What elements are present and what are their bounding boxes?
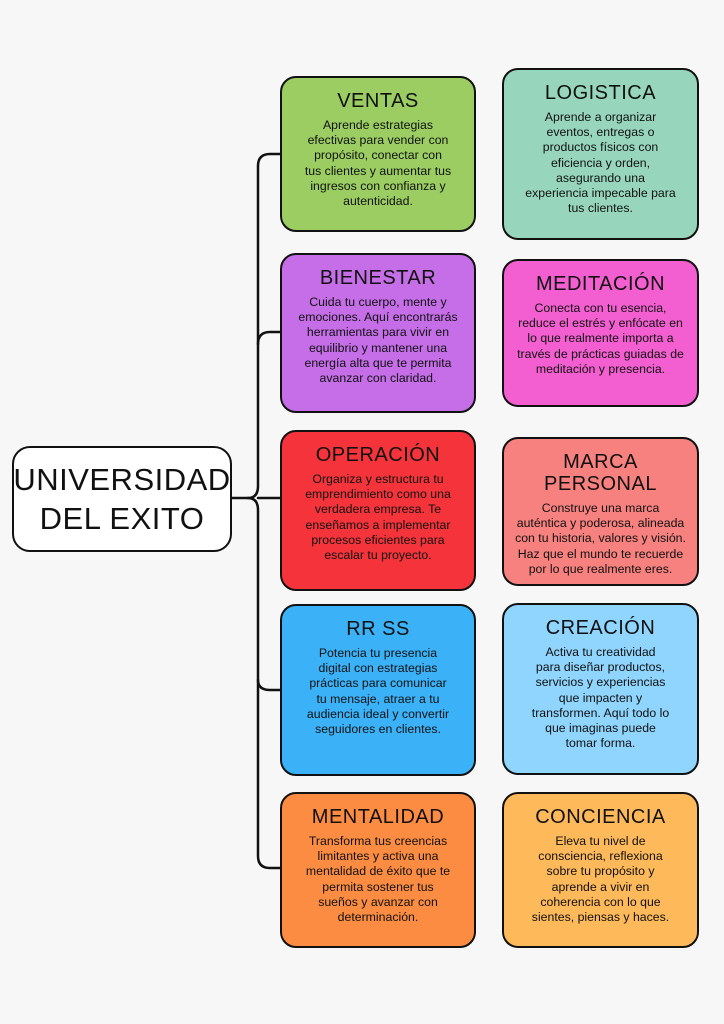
card-description-line: seguidores en clientes. <box>315 722 441 737</box>
card-description-line: energía alta que te permita <box>304 355 452 370</box>
card-description-line: verdadera empresa. Te <box>314 502 442 517</box>
card-description-line: eficiencia y orden, <box>550 155 651 170</box>
card-description-line: con tu historia, valores y visión. <box>515 531 686 546</box>
card-description-line: prácticas para comunicar <box>309 676 447 691</box>
card-description-line: autenticidad. <box>343 194 413 209</box>
card-description-line: para diseñar productos, <box>535 660 666 675</box>
card-description-line: que imaginas puede <box>545 721 656 736</box>
card-description-line: sientes, piensas y haces. <box>531 910 670 925</box>
card-description-line: efectivas para vender con <box>307 133 449 148</box>
card-description-line: Aprende estrategias <box>322 118 434 132</box>
card-description-line: Transforma tus creencias <box>308 834 448 848</box>
card-description-line: Conecta con tu esencia, <box>534 301 667 315</box>
card-description-line: determinación. <box>337 910 419 925</box>
card-description-line: tus clientes y aumentar tus <box>304 163 452 178</box>
card-description-line: lo que realmente importa a <box>527 331 674 346</box>
card-description-line: mentalidad de éxito que te <box>305 864 451 879</box>
card-description-line: audiencia ideal y convertir <box>306 706 450 721</box>
card-description-line: escalar tu proyecto. <box>324 548 432 563</box>
card-title: CREACIÓN <box>545 617 656 639</box>
root-title-line-1: UNIVERSIDAD <box>13 462 231 497</box>
card-description-line: tu mensaje, atraer a tu <box>316 691 440 706</box>
card-title: MARCA PERSONAL <box>544 451 657 495</box>
card-description-line: ingresos con confianza y <box>310 178 446 193</box>
root-node-universidad-del-exito: UNIVERSIDAD DEL EXITO <box>12 446 232 552</box>
bracket-spine <box>246 152 282 500</box>
card-description-line: equilibrio y mantener una <box>308 340 448 355</box>
card-title: CONCIENCIA <box>535 806 666 828</box>
card-description-line: que impacten y <box>558 690 643 705</box>
card-description-line: tus clientes. <box>568 201 633 216</box>
card-description-line: limitantes y activa una <box>317 849 439 864</box>
card-description-line: digital con estrategias <box>318 661 438 676</box>
card-description: Conecta con tu esencia,reduce el estrés … <box>514 301 687 377</box>
card-description-line: auténtica y poderosa, alineada <box>516 516 685 531</box>
card-title: OPERACIÓN <box>315 444 441 466</box>
card-description-line: Potencia tu presencia <box>318 646 438 660</box>
card-description-line: Construye una marca <box>541 501 660 515</box>
card-description-line: propósito, conectar con <box>314 148 442 163</box>
root-title-line-2: DEL EXITO <box>39 501 205 536</box>
card-description-line: experiencia impecable para <box>525 186 676 201</box>
card-description-line: meditación y presencia. <box>535 361 666 376</box>
card-description-line: avanzar con claridad. <box>319 371 437 386</box>
card-title: BIENESTAR <box>319 267 437 289</box>
card-description-line: servicios y experiencias <box>535 675 666 690</box>
card-description-line: enseñamos a implementar <box>305 517 451 532</box>
card-description-line: tomar forma. <box>565 736 636 751</box>
card-title: RR SS <box>346 618 410 640</box>
card-description-line: consciencia, reflexiona <box>538 849 663 864</box>
card-title: MEDITACIÓN <box>535 273 666 295</box>
card-description-line: emprendimiento como una <box>305 487 451 502</box>
card-description-line: sobre tu propósito y <box>546 864 655 879</box>
card-description-line: Haz que el mundo te recuerde <box>517 546 684 561</box>
card-description-line: reduce el estrés y enfócate en <box>518 316 683 331</box>
card-description-line: Aprende a organizar <box>544 110 657 124</box>
bracket-spine-lower <box>246 496 282 870</box>
card-description-line: por lo que realmente eres. <box>528 561 673 576</box>
card-description-line: Cuida tu cuerpo, mente y <box>309 295 447 309</box>
card-description-line: Eleva tu nivel de <box>555 834 646 848</box>
card-description-line: productos físicos con <box>542 140 659 155</box>
card-description-line: Activa tu creatividad <box>545 645 656 659</box>
card-description-line: asegurando una <box>556 170 645 185</box>
card-description-line: sueños y avanzar con <box>318 894 438 909</box>
card-description-line: herramientas para vivir en <box>306 325 450 340</box>
branch-bienestar <box>256 330 282 346</box>
card-title: VENTAS <box>337 90 419 112</box>
card-description-line: transformen. Aquí todo lo <box>531 705 670 720</box>
card-description-line: aprende a vivir en <box>551 879 650 894</box>
card-description-line: emociones. Aquí encontrarás <box>298 310 458 325</box>
card-description-line: permita sostener tus <box>322 879 434 894</box>
card-title: MENTALIDAD <box>311 806 445 828</box>
card-meditacion: MEDITACIÓN Conecta con tu esencia,reduce … <box>502 259 699 407</box>
card-description-line: Organiza y estructura tu <box>312 472 444 486</box>
card-title: LOGISTICA <box>544 82 657 104</box>
card-description-line: coherencia con lo que <box>540 894 661 909</box>
card-description-line: eventos, entregas o <box>546 125 655 140</box>
card-description-line: través de prácticas guiadas de <box>517 346 684 361</box>
branch-rrss <box>256 678 282 692</box>
card-description-line: procesos eficientes para <box>311 532 445 547</box>
